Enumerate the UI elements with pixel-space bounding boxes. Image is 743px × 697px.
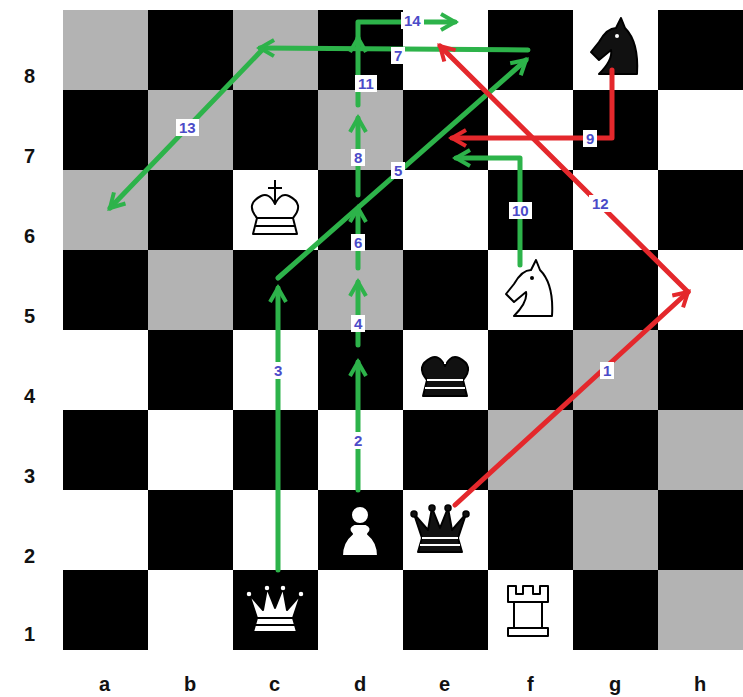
- rank-label: 1: [24, 624, 35, 644]
- knight-piece: [591, 18, 637, 74]
- rank-label: 3: [24, 466, 35, 486]
- board-square: [148, 10, 233, 90]
- callout-number: 11: [355, 75, 377, 92]
- rank-label: 7: [24, 146, 35, 166]
- board-square: [148, 330, 233, 410]
- file-label: a: [99, 674, 110, 694]
- board-square: [658, 170, 743, 250]
- callout-number: 14: [401, 12, 424, 29]
- board-square: [148, 170, 233, 250]
- queen-piece: [246, 585, 304, 632]
- board-square: [658, 570, 743, 650]
- board-square: [63, 570, 148, 650]
- board-square: [573, 90, 658, 170]
- callout-number: 13: [176, 119, 199, 136]
- file-label: f: [527, 674, 534, 694]
- board-square: [658, 490, 743, 570]
- callout-number: 4: [351, 315, 365, 332]
- board-square: [573, 10, 658, 90]
- board-square: [233, 90, 318, 170]
- board-square: [658, 250, 743, 330]
- king-piece: [422, 342, 468, 396]
- callout-number: 2: [351, 432, 365, 449]
- file-label: d: [354, 674, 366, 694]
- board-square: [148, 570, 233, 650]
- file-label: e: [439, 674, 450, 694]
- board-square: [488, 410, 573, 490]
- board-square: [148, 410, 233, 490]
- board-square: [488, 490, 573, 570]
- board-square: [658, 90, 743, 170]
- move-arrows: [110, 22, 688, 570]
- board-square: [233, 170, 318, 250]
- board-square: [403, 490, 488, 570]
- board-square: [233, 570, 318, 650]
- board-square: [63, 250, 148, 330]
- board-square: [318, 570, 403, 650]
- board-square: [658, 410, 743, 490]
- board-square: [318, 490, 403, 570]
- file-label: c: [269, 674, 280, 694]
- callout-number: 5: [391, 162, 405, 179]
- king-piece: [252, 180, 298, 234]
- board-square: [403, 330, 488, 410]
- callout-number: 10: [509, 202, 532, 219]
- board-square: [63, 490, 148, 570]
- file-label: b: [184, 674, 196, 694]
- board-square: [573, 410, 658, 490]
- board-square: [658, 330, 743, 410]
- callout-number: 12: [589, 195, 612, 212]
- file-label: g: [609, 674, 621, 694]
- rank-label: 5: [24, 306, 35, 326]
- callout-number: 7: [391, 47, 405, 64]
- rank-label: 6: [24, 226, 35, 246]
- callout-number: 6: [351, 234, 365, 251]
- board-square: [573, 170, 658, 250]
- board-square: [63, 410, 148, 490]
- board-square: [573, 330, 658, 410]
- file-label: h: [694, 674, 706, 694]
- queen-piece: [411, 505, 469, 552]
- board-square: [488, 170, 573, 250]
- board-square: [63, 90, 148, 170]
- rank-label: 2: [24, 546, 35, 566]
- board-square: [403, 570, 488, 650]
- board-square: [403, 170, 488, 250]
- board-square: [573, 570, 658, 650]
- callout-number: 1: [600, 362, 614, 379]
- callout-number: 8: [351, 149, 365, 166]
- pawn-piece: [342, 506, 378, 556]
- board-squares: [63, 10, 743, 650]
- callout-number: 9: [583, 130, 597, 147]
- board-square: [403, 410, 488, 490]
- board-square: [148, 490, 233, 570]
- rank-label: 4: [24, 386, 35, 406]
- board-square: [403, 250, 488, 330]
- board-square: [573, 250, 658, 330]
- board-square: [63, 330, 148, 410]
- board-square: [488, 250, 573, 330]
- callout-number: 3: [271, 362, 285, 379]
- board-square: [63, 10, 148, 90]
- rook-piece: [508, 586, 548, 636]
- board-square: [573, 490, 658, 570]
- board-square: [658, 10, 743, 90]
- chess-pieces: [246, 18, 637, 636]
- rank-label: 8: [24, 66, 35, 86]
- board-square: [148, 250, 233, 330]
- board-square: [488, 330, 573, 410]
- board-square: [488, 570, 573, 650]
- knight-piece: [506, 260, 552, 316]
